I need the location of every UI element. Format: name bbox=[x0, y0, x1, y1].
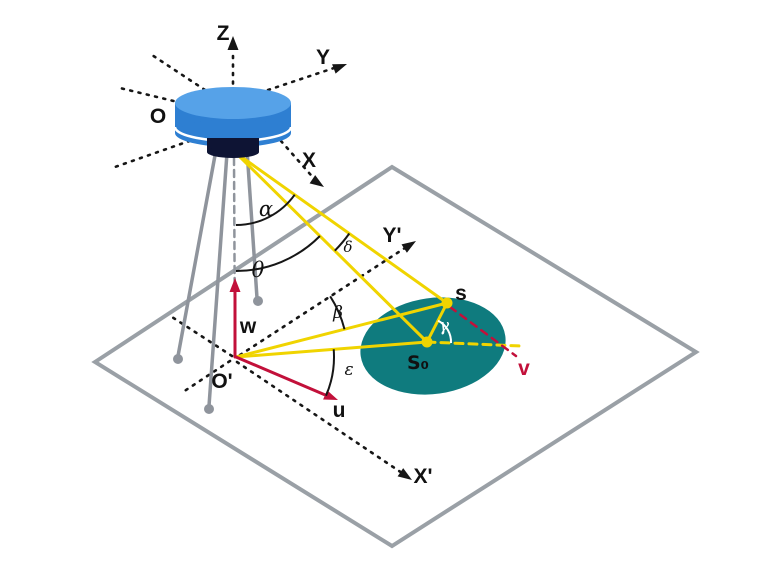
beam-oprime-to-s0 bbox=[234, 340, 429, 359]
alpha-angle-label: α bbox=[259, 197, 273, 221]
v-axis-dashed-line bbox=[448, 305, 518, 358]
beam-o-to-s bbox=[234, 151, 449, 305]
epsilon-angle-label: ε bbox=[344, 360, 353, 380]
local-vector-group bbox=[233, 282, 518, 399]
target-surface-ellipse bbox=[360, 297, 506, 395]
beta-angle-label: β bbox=[332, 303, 343, 323]
point-s0-dot bbox=[421, 336, 433, 348]
angle-arcs-group bbox=[235, 194, 351, 397]
segment-s-to-s0 bbox=[425, 301, 449, 344]
x-prime-axis-arrowhead bbox=[397, 468, 412, 480]
delta-angle-arc bbox=[334, 232, 351, 252]
labels-group: Z Y X O Y' X' O' w u v s S₀ α θ δ β ε γ bbox=[150, 22, 530, 488]
scanner-mount bbox=[207, 138, 259, 158]
axis-arrowheads-group bbox=[227, 36, 416, 480]
theta-angle-arc bbox=[235, 235, 321, 272]
delta-angle-label: δ bbox=[343, 238, 352, 256]
y-axis-arrowhead bbox=[332, 64, 347, 74]
beam-group bbox=[234, 151, 523, 359]
point-s-dot bbox=[441, 297, 453, 309]
y-prime-axis-line bbox=[238, 244, 410, 357]
v-axis-label: v bbox=[518, 357, 530, 380]
x-prime-axis-line bbox=[235, 360, 407, 477]
scanner-device bbox=[173, 87, 293, 158]
beam-oprime-to-s bbox=[234, 301, 449, 359]
beam-o-to-s0 bbox=[234, 151, 429, 344]
z-axis-arrowhead bbox=[227, 36, 239, 50]
scanner-top-cap bbox=[175, 87, 291, 119]
x-axis-arrowhead bbox=[309, 175, 324, 187]
y-axis-line bbox=[266, 64, 342, 92]
neg-y-prime-axis-line bbox=[181, 359, 232, 394]
z-axis-label: Z bbox=[217, 22, 230, 45]
measured-points-group bbox=[421, 297, 453, 348]
scanner-origin-label: O bbox=[150, 105, 166, 128]
epsilon-angle-arc bbox=[325, 349, 335, 397]
dotted-axes-group bbox=[113, 48, 410, 477]
scanner-mount-bottom bbox=[207, 146, 259, 158]
tripod-foot-right bbox=[253, 296, 263, 306]
alpha-angle-arc bbox=[235, 194, 296, 226]
neg-axis-line-mid bbox=[118, 86, 192, 107]
ground-origin-label: O' bbox=[211, 370, 232, 393]
x-axis-line bbox=[279, 139, 319, 184]
u-axis-line bbox=[234, 355, 332, 399]
w-axis-arrowhead bbox=[229, 278, 241, 292]
theta-angle-label: θ bbox=[252, 258, 265, 282]
y-axis-label: Y bbox=[316, 46, 330, 69]
tripod-feet-group bbox=[173, 296, 263, 414]
x-prime-axis-label: X' bbox=[413, 465, 432, 488]
neg-x-prime-axis-line bbox=[170, 315, 234, 358]
gamma-angle-arc bbox=[437, 319, 453, 344]
tripod-leg-left bbox=[176, 148, 218, 358]
neg-x-axis-line bbox=[150, 53, 207, 92]
point-s0-label: S₀ bbox=[407, 352, 429, 374]
tripod-foot-front bbox=[204, 404, 214, 414]
y-prime-axis-arrowhead bbox=[401, 241, 416, 253]
y-prime-axis-label: Y' bbox=[382, 224, 401, 247]
x-axis-label: X bbox=[302, 149, 316, 172]
u-axis-label: u bbox=[333, 399, 346, 422]
point-s-label: s bbox=[455, 282, 467, 305]
w-axis-label: w bbox=[239, 315, 257, 338]
beam-extension-dashed bbox=[425, 340, 523, 348]
tripod-foot-left bbox=[173, 354, 183, 364]
tripod-leg-front bbox=[207, 151, 229, 408]
neg-y-axis-line bbox=[113, 136, 200, 169]
beta-angle-arc bbox=[329, 295, 346, 330]
gamma-angle-label: γ bbox=[439, 316, 450, 336]
